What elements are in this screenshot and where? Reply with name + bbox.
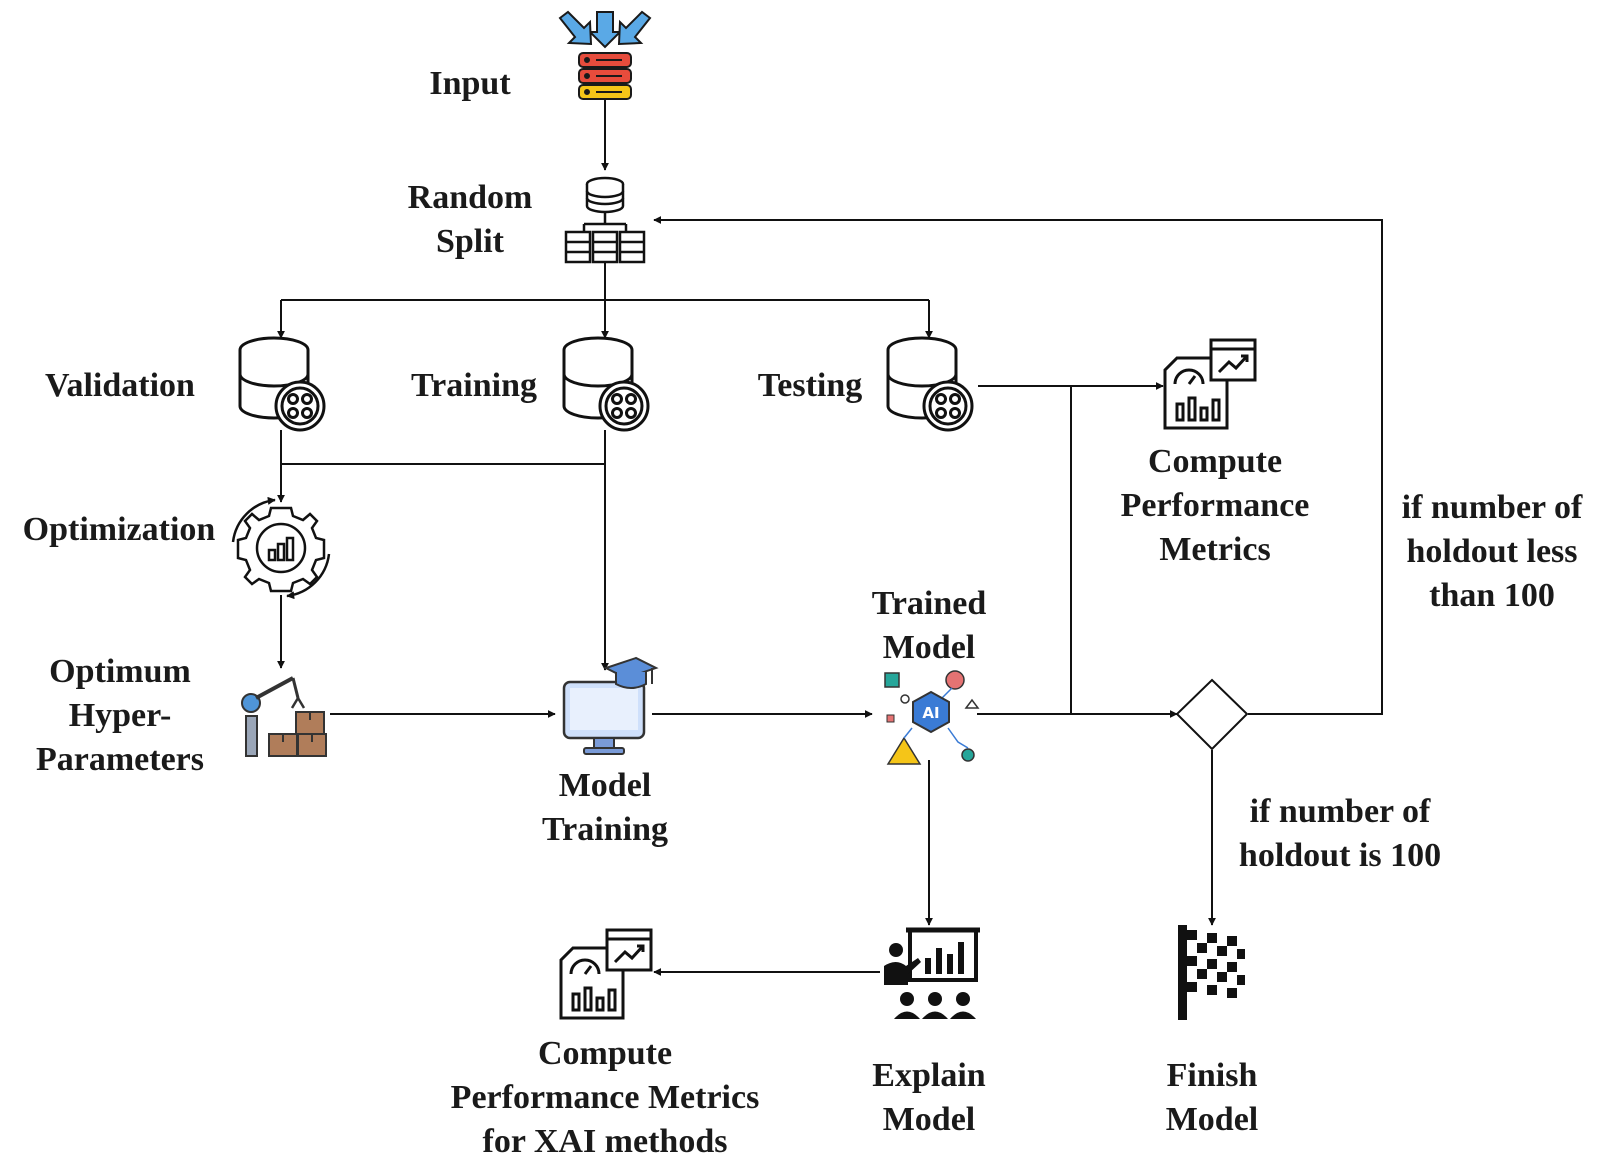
compute-xai-metrics-label-line: Performance Metrics — [450, 1079, 760, 1116]
finish-condition-label-line: holdout is 100 — [1238, 837, 1442, 874]
random-split-label: Random Split — [385, 176, 555, 264]
loop-condition-label-line: if number of — [1401, 489, 1583, 526]
trained-model-ai-icon: AI — [884, 670, 980, 765]
model-training-label-line: Model — [558, 767, 652, 804]
finish-model-label-line: Finish — [1166, 1057, 1258, 1094]
random-split-label-line: Split — [435, 223, 505, 260]
compute-metrics-label-line: Metrics — [1159, 531, 1271, 568]
validation-database-icon — [238, 336, 326, 432]
explain-model-presentation-icon — [884, 927, 980, 1019]
compute-metrics-report-icon — [1163, 338, 1257, 430]
random-split-icon — [564, 176, 646, 264]
finish-condition-label-line: if number of — [1249, 793, 1431, 830]
explain-model-label-line: Model — [882, 1101, 976, 1138]
ai-chip-text: AI — [922, 704, 939, 722]
compute-metrics-label-line: Compute — [1147, 443, 1283, 480]
loop-back-arrow — [653, 216, 1383, 715]
testing-label-line: Testing — [757, 367, 863, 404]
compute-metrics-label-line: Performance — [1120, 487, 1310, 524]
input-label-line: Input — [429, 65, 511, 102]
optimum-hyperparameters-label: Optimum Hyper- Parameters — [14, 650, 226, 782]
compute-metrics-label: Compute Performance Metrics — [1090, 440, 1340, 572]
testing-label: Testing — [740, 364, 880, 408]
optimization-gear-icon — [231, 496, 331, 600]
optimization-label: Optimization — [4, 508, 234, 552]
trained-model-label-line: Trained — [871, 585, 987, 622]
validation-label-line: Validation — [45, 367, 195, 404]
optimum-hyperparameters-label-line: Optimum — [49, 653, 191, 690]
model-training-label-line: Training — [542, 811, 668, 848]
validation-label: Validation — [20, 364, 220, 408]
training-label: Training — [392, 364, 556, 408]
finish-flag-icon — [1178, 925, 1245, 1020]
trained-model-label: Trained Model — [849, 582, 1009, 670]
compute-xai-metrics-label-line: for XAI methods — [482, 1123, 728, 1160]
finish-model-label: Finish Model — [1142, 1054, 1282, 1142]
input-data-icon — [558, 10, 652, 100]
optimum-hyperparameters-label-line: Hyper- — [68, 697, 172, 734]
random-split-label-line: Random — [407, 179, 533, 216]
compute-xai-metrics-label-line: Compute — [537, 1035, 673, 1072]
training-database-icon — [562, 336, 650, 432]
testing-database-icon — [886, 336, 974, 432]
loop-condition-label: if number of holdout less than 100 — [1382, 486, 1602, 618]
loop-condition-label-line: than 100 — [1429, 577, 1555, 614]
model-training-label: Model Training — [520, 764, 690, 852]
compute-xai-metrics-label: Compute Performance Metrics for XAI meth… — [420, 1032, 790, 1164]
explain-model-label: Explain Model — [854, 1054, 1004, 1142]
compute-xai-metrics-report-icon — [559, 928, 653, 1020]
hyperparameters-robot-arm-icon — [241, 676, 327, 757]
model-training-monitor-icon — [562, 656, 659, 755]
optimization-label-line: Optimization — [22, 511, 216, 548]
finish-condition-label: if number of holdout is 100 — [1215, 790, 1465, 878]
finish-model-label-line: Model — [1165, 1101, 1259, 1138]
holdout-decision-diamond — [1175, 678, 1249, 751]
training-label-line: Training — [411, 367, 537, 404]
input-label: Input — [405, 62, 535, 106]
loop-condition-label-line: holdout less — [1406, 533, 1578, 570]
explain-model-label-line: Explain — [872, 1057, 986, 1094]
trained-model-label-line: Model — [882, 629, 976, 666]
connectors — [277, 100, 1383, 976]
optimum-hyperparameters-label-line: Parameters — [35, 741, 204, 778]
